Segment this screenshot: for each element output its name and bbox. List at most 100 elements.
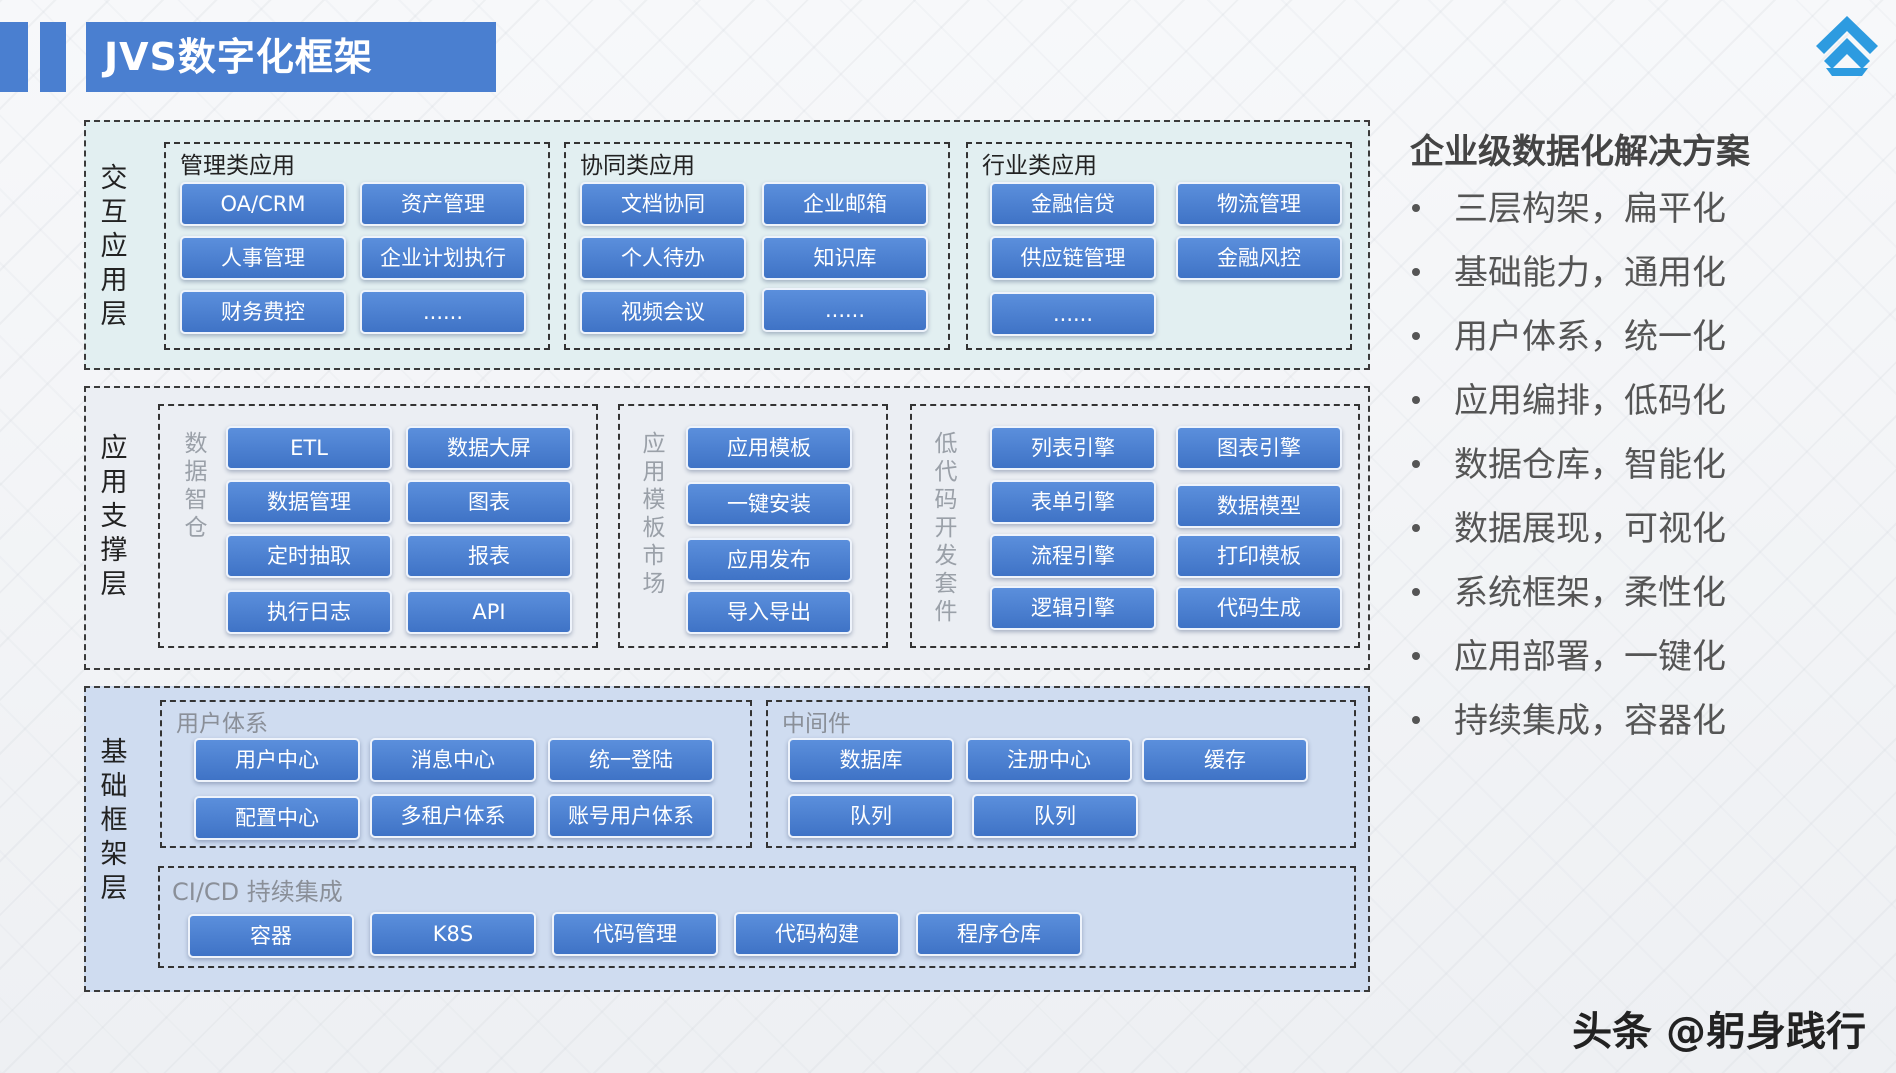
service-button[interactable]: 账号用户体系 [548,794,714,838]
module-button[interactable]: 打印模板 [1176,534,1342,578]
app-button[interactable]: OA/CRM [180,182,346,226]
bullet-icon [1412,332,1420,340]
module-button[interactable]: 流程引擎 [990,534,1156,578]
solution-item-text: 系统框架，柔性化 [1454,573,1726,613]
group-vertical-label: 应用模板市场 [642,431,666,597]
solution-item-text: 基础能力，通用化 [1454,253,1726,293]
app-button[interactable]: 资产管理 [360,182,526,226]
solution-item: 数据展现，可视化 [1408,504,1726,568]
solution-title: 企业级数据化解决方案 [1410,132,1750,172]
service-button[interactable]: 数据库 [788,738,954,782]
service-button[interactable]: 代码构建 [734,912,900,956]
app-button[interactable]: 企业计划执行 [360,236,526,280]
group-vertical-label: 数据智仓 [184,431,208,541]
service-button[interactable]: 多租户体系 [370,794,536,838]
module-button[interactable]: 应用发布 [686,538,852,582]
app-button[interactable]: ...... [762,288,928,332]
module-button[interactable]: 列表引擎 [990,426,1156,470]
solution-item-text: 三层构架，扁平化 [1454,189,1726,229]
module-button[interactable]: 数据模型 [1176,484,1342,528]
app-button[interactable]: ...... [360,290,526,334]
group-data-warehouse: 数据智仓 ETL 数据大屏 数据管理 图表 定时抽取 报表 执行日志 API [158,404,598,648]
layer-support: 应用支撑层 数据智仓 ETL 数据大屏 数据管理 图表 定时抽取 报表 执行日志… [84,386,1370,670]
solution-item: 三层构架，扁平化 [1408,184,1726,248]
solution-item-text: 应用编排，低码化 [1454,381,1726,421]
solution-item: 用户体系，统一化 [1408,312,1726,376]
service-button[interactable]: 注册中心 [966,738,1132,782]
service-button[interactable]: 队列 [972,794,1138,838]
app-button[interactable]: 金融风控 [1176,236,1342,280]
page-title: JVS数字化框架 [86,22,496,92]
bullet-icon [1412,204,1420,212]
group-title: 行业类应用 [982,153,1097,179]
app-button[interactable]: 物流管理 [1176,182,1342,226]
solution-item: 应用部署，一键化 [1408,632,1726,696]
group-middleware: 中间件 数据库 注册中心 缓存 队列 队列 [766,700,1356,848]
solution-item-text: 应用部署，一键化 [1454,637,1726,677]
app-button[interactable]: 供应链管理 [990,236,1156,280]
module-button[interactable]: 导入导出 [686,590,852,634]
group-industry-apps: 行业类应用 金融信贷 物流管理 供应链管理 金融风控 ...... [966,142,1352,350]
module-button[interactable]: 执行日志 [226,590,392,634]
group-title: 中间件 [782,711,851,737]
group-lowcode-suite: 低代码开发套件 列表引擎 图表引擎 表单引擎 数据模型 流程引擎 打印模板 逻辑… [910,404,1360,648]
service-button[interactable]: 容器 [188,914,354,958]
solution-item-text: 持续集成，容器化 [1454,701,1726,741]
bullet-icon [1412,524,1420,532]
module-button[interactable]: 图表 [406,480,572,524]
module-button[interactable]: 报表 [406,534,572,578]
module-button[interactable]: ETL [226,426,392,470]
watermark: 头条 @躬身践行 [1572,1009,1866,1055]
group-title: CI/CD 持续集成 [172,878,343,906]
service-button[interactable]: 队列 [788,794,954,838]
service-button[interactable]: 程序仓库 [916,912,1082,956]
service-button[interactable]: K8S [370,912,536,956]
service-button[interactable]: 用户中心 [194,738,360,782]
service-button[interactable]: 配置中心 [194,796,360,840]
module-button[interactable]: 一键安装 [686,482,852,526]
group-vertical-label: 低代码开发套件 [934,431,958,625]
app-button[interactable]: 知识库 [762,236,928,280]
solution-item: 应用编排，低码化 [1408,376,1726,440]
app-button[interactable]: 人事管理 [180,236,346,280]
bullet-icon [1412,716,1420,724]
solution-list: 三层构架，扁平化 基础能力，通用化 用户体系，统一化 应用编排，低码化 数据仓库… [1408,184,1726,760]
solution-item-text: 数据展现，可视化 [1454,509,1726,549]
solution-item: 系统框架，柔性化 [1408,568,1726,632]
app-button[interactable]: ...... [990,292,1156,336]
brand-logo-icon [1816,16,1878,76]
group-title: 用户体系 [176,711,268,737]
app-button[interactable]: 企业邮箱 [762,182,928,226]
module-button[interactable]: 图表引擎 [1176,426,1342,470]
module-button[interactable]: 逻辑引擎 [990,586,1156,630]
app-button[interactable]: 财务费控 [180,290,346,334]
bullet-icon [1412,396,1420,404]
layer-interaction: 交互应用层 管理类应用 OA/CRM 资产管理 人事管理 企业计划执行 财务费控… [84,120,1370,370]
module-button[interactable]: 代码生成 [1176,586,1342,630]
group-title: 协同类应用 [580,153,695,179]
service-button[interactable]: 缓存 [1142,738,1308,782]
bullet-icon [1412,588,1420,596]
solution-item-text: 用户体系，统一化 [1454,317,1726,357]
header-accent-bar [40,22,66,92]
module-button[interactable]: 表单引擎 [990,480,1156,524]
app-button[interactable]: 个人待办 [580,236,746,280]
module-button[interactable]: API [406,590,572,634]
layer-foundation: 基础框架层 用户体系 用户中心 消息中心 统一登陆 配置中心 多租户体系 账号用… [84,686,1370,992]
module-button[interactable]: 定时抽取 [226,534,392,578]
service-button[interactable]: 代码管理 [552,912,718,956]
group-management-apps: 管理类应用 OA/CRM 资产管理 人事管理 企业计划执行 财务费控 .....… [164,142,550,350]
service-button[interactable]: 统一登陆 [548,738,714,782]
solution-item: 基础能力，通用化 [1408,248,1726,312]
service-button[interactable]: 消息中心 [370,738,536,782]
solution-item-text: 数据仓库，智能化 [1454,445,1726,485]
app-button[interactable]: 文档协同 [580,182,746,226]
solution-item: 数据仓库，智能化 [1408,440,1726,504]
app-button[interactable]: 金融信贷 [990,182,1156,226]
module-button[interactable]: 数据大屏 [406,426,572,470]
header-accent-bar [0,22,28,92]
app-button[interactable]: 视频会议 [580,290,746,334]
module-button[interactable]: 应用模板 [686,426,852,470]
module-button[interactable]: 数据管理 [226,480,392,524]
group-user-system: 用户体系 用户中心 消息中心 统一登陆 配置中心 多租户体系 账号用户体系 [160,700,752,848]
